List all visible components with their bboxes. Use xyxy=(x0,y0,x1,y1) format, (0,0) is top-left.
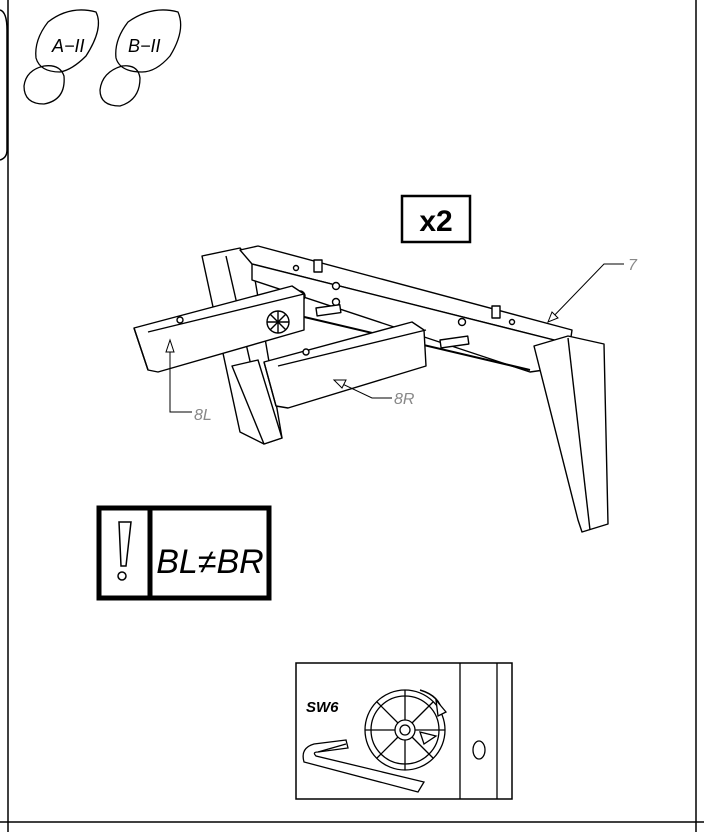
table-frame-drawing xyxy=(133,245,609,533)
callout-8l: 8L xyxy=(165,338,212,424)
warning-box: BL≠BR xyxy=(96,505,272,601)
footprint-b-icon: B−II xyxy=(99,9,182,107)
tool-label: SW6 xyxy=(306,699,339,716)
front-right-leg xyxy=(533,335,609,533)
cam-wheel-icon xyxy=(364,689,448,771)
side-board-8r xyxy=(263,321,427,409)
warning-text: BL≠BR xyxy=(156,543,263,581)
tool-detail-box: SW6 xyxy=(295,662,513,800)
callout-8l-label: 8L xyxy=(194,407,212,424)
footprint-a-label: A−II xyxy=(51,36,85,56)
side-board-8l xyxy=(133,285,305,373)
callout-7: 7 xyxy=(547,257,638,323)
callout-8r: 8R xyxy=(332,379,415,408)
callout-8r-label: 8R xyxy=(394,391,415,408)
two-person-icon: A−II B−II xyxy=(23,9,182,107)
callout-7-label: 7 xyxy=(628,257,638,274)
hole-icon xyxy=(472,740,486,760)
exclamation-icon xyxy=(117,521,132,581)
quantity-badge: x2 xyxy=(400,194,472,244)
footprint-b-label: B−II xyxy=(128,36,161,56)
footprint-a-icon: A−II xyxy=(23,9,100,105)
hex-key-icon xyxy=(302,739,426,793)
page-edge-tab xyxy=(0,9,8,161)
quantity-label: x2 xyxy=(419,205,452,238)
back-left-leg-lower xyxy=(231,359,283,445)
